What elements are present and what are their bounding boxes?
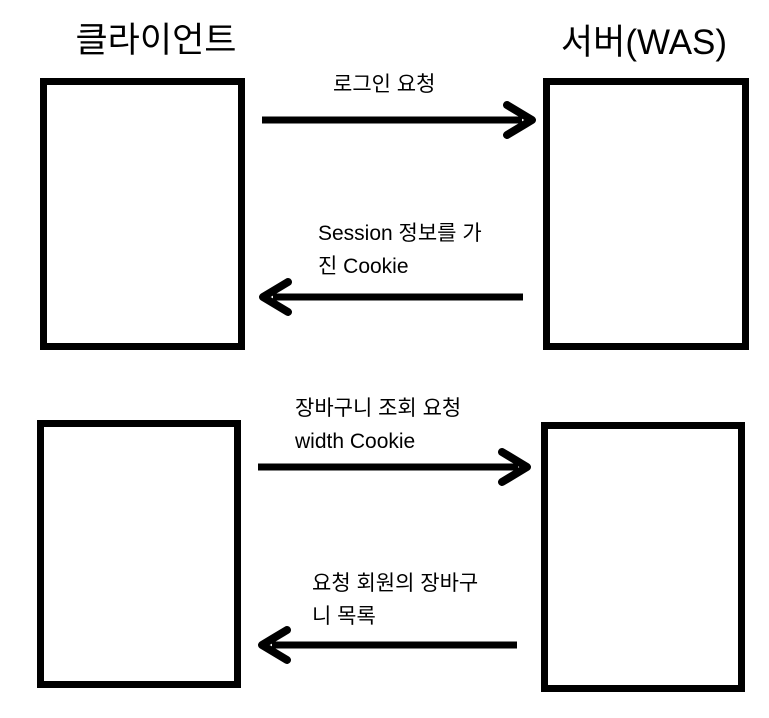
left-arrow-session-cookie-icon — [259, 278, 523, 316]
message-line: 장바구니 조회 요청 — [295, 397, 462, 420]
message-line: 진 Cookie — [318, 255, 409, 278]
message-label-session-cookie: Session 정보를 가 진 Cookie — [318, 217, 482, 283]
left-arrow-cart-list-icon — [258, 626, 517, 664]
message-line: width Cookie — [295, 430, 416, 453]
right-arrow-login-request-icon — [262, 101, 536, 139]
message-line: Session 정보를 가 — [318, 222, 482, 245]
message-line: 요청 회원의 장바구 — [312, 572, 479, 595]
server-box-top — [543, 78, 749, 350]
client-box-bottom — [37, 420, 241, 688]
message-line: 로그인 요청 — [333, 73, 436, 96]
message-label-cart-request: 장바구니 조회 요청 width Cookie — [295, 392, 461, 458]
server-title: 서버(WAS) — [560, 23, 728, 62]
client-box-top — [40, 78, 245, 350]
server-box-bottom — [541, 422, 745, 692]
right-arrow-cart-request-icon — [258, 448, 531, 486]
message-line: 니 목록 — [312, 605, 376, 628]
message-label-login-request: 로그인 요청 — [333, 68, 435, 101]
client-title: 클라이언트 — [75, 21, 237, 60]
message-label-cart-list: 요청 회원의 장바구 니 목록 — [312, 567, 478, 633]
